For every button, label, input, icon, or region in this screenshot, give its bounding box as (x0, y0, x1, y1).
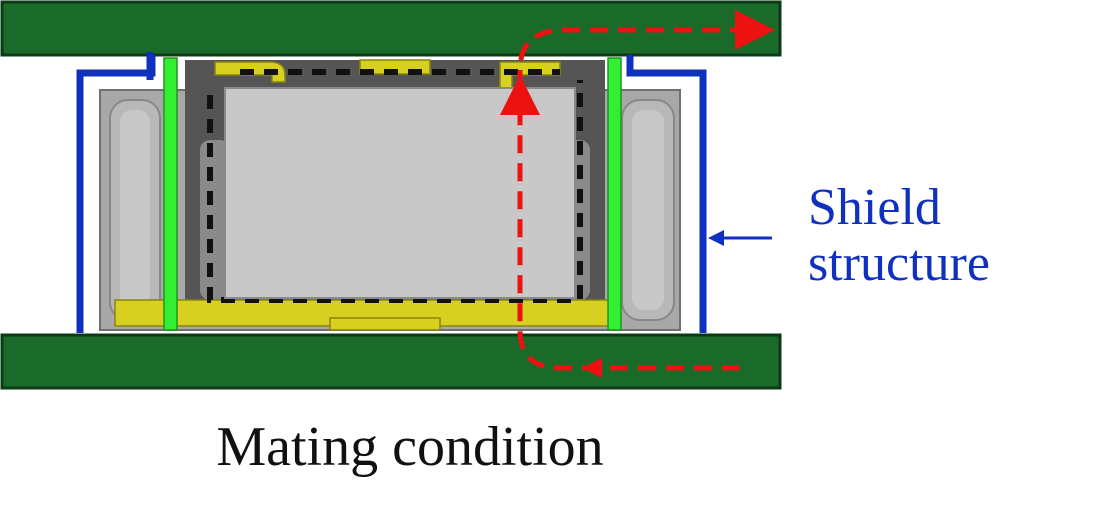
shield-label-line1: Shield (808, 179, 941, 236)
left-contact-bar (163, 57, 178, 331)
diagram-caption: Mating condition (216, 416, 604, 478)
shield-pointer-arrow (708, 230, 772, 246)
mating-body (224, 87, 576, 299)
shield-structure-label: Shield structure (808, 180, 990, 292)
detail-dashes (207, 69, 583, 303)
signal-arrowheads (510, 20, 760, 378)
shield-structure (76, 52, 707, 333)
signal-path (500, 10, 775, 371)
right-contact-bar (607, 57, 622, 331)
bottom-pcb (0, 333, 782, 390)
shield-label-line2: structure (808, 235, 990, 292)
